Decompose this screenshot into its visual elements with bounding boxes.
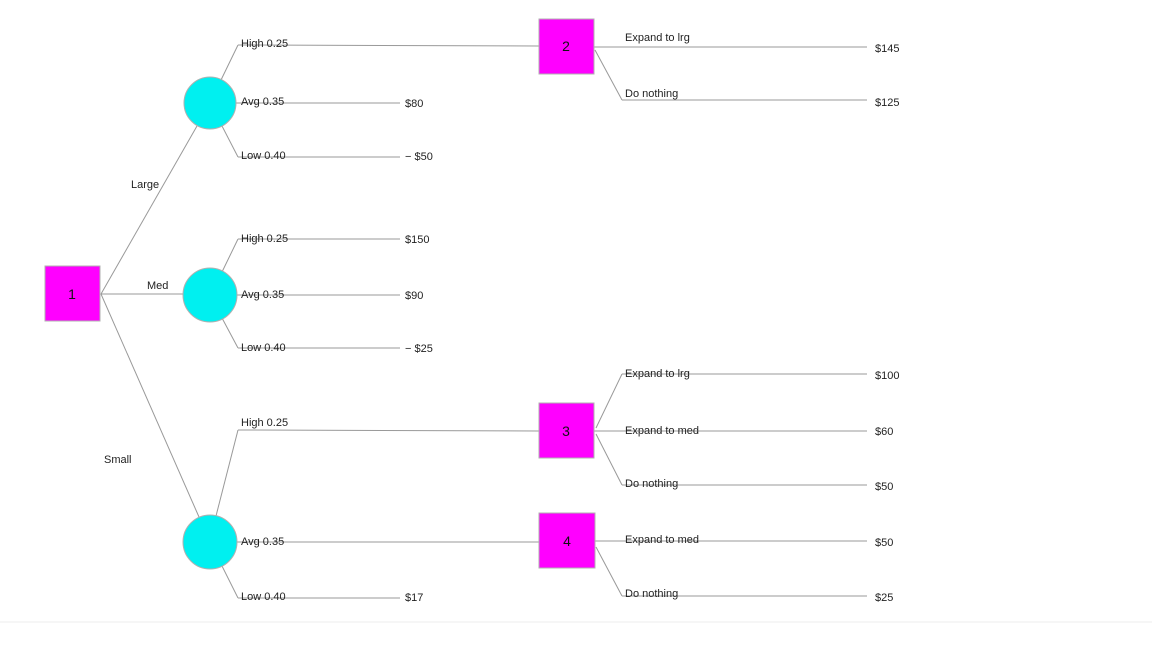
option-label-node3-expand-med: Expand to med <box>625 425 699 437</box>
payoff-large-low: − $50 <box>405 151 433 163</box>
payoff-small-low: $17 <box>405 592 423 604</box>
option-label-node2-do-nothing: Do nothing <box>625 88 678 100</box>
edge-large-high-to-node2 <box>237 44 540 47</box>
branch-label-med-high: High 0.25 <box>241 233 288 245</box>
edge-med-low-diag <box>221 317 239 349</box>
node-3-label: 3 <box>562 423 570 439</box>
payoff-med-avg: $90 <box>405 290 423 302</box>
edge-small-high-diag <box>215 429 239 517</box>
node-2-label: 2 <box>562 38 570 54</box>
payoff-med-low: − $25 <box>405 343 433 355</box>
chance-node-med[interactable] <box>182 267 238 323</box>
node-1-label: 1 <box>68 286 76 302</box>
edge-node4-do-nothing-diag <box>595 546 623 597</box>
branch-label-large-avg: Avg 0.35 <box>241 96 284 108</box>
decision-node-3[interactable] <box>538 402 595 459</box>
edge-small-high-to-node3 <box>237 429 540 432</box>
option-label-node3-do-nothing: Do nothing <box>625 478 678 490</box>
edge-small-low-diag <box>221 565 239 599</box>
payoff-node2-do-nothing: $125 <box>875 97 899 109</box>
decision-node-4[interactable] <box>538 512 596 569</box>
edge-large-low-diag <box>221 125 239 158</box>
option-label-node2-expand-lrg: Expand to lrg <box>625 32 690 44</box>
decision-node-2[interactable] <box>538 18 595 75</box>
node-4-label: 4 <box>563 533 571 549</box>
payoff-node4-do-nothing: $25 <box>875 592 893 604</box>
branch-label-med: Med <box>147 280 168 292</box>
edge-root-small <box>100 293 200 518</box>
edge-node2-do-nothing-diag <box>594 49 623 101</box>
payoff-large-avg: $80 <box>405 98 423 110</box>
branch-label-large-low: Low 0.40 <box>241 150 286 162</box>
branch-label-med-avg: Avg 0.35 <box>241 289 284 301</box>
branch-label-small-high: High 0.25 <box>241 417 288 429</box>
payoff-node3-do-nothing: $50 <box>875 481 893 493</box>
option-label-node3-expand-lrg: Expand to lrg <box>625 368 690 380</box>
decision-node-1[interactable] <box>44 265 101 322</box>
option-label-node4-expand-med: Expand to med <box>625 534 699 546</box>
payoff-node3-expand-lrg: $100 <box>875 370 899 382</box>
edge-large-high-diag <box>220 44 239 81</box>
edge-node3-do-nothing-diag <box>595 433 623 486</box>
branch-label-large: Large <box>131 179 159 191</box>
chance-node-small[interactable] <box>182 514 238 570</box>
branch-label-small: Small <box>104 454 132 466</box>
edge-node3-expand-lrg-diag <box>595 373 623 429</box>
payoff-node2-expand-lrg: $145 <box>875 43 899 55</box>
edge-med-high-diag <box>221 238 239 273</box>
branch-label-med-low: Low 0.40 <box>241 342 286 354</box>
branch-label-small-low: Low 0.40 <box>241 591 286 603</box>
payoff-node4-expand-med: $50 <box>875 537 893 549</box>
branch-label-large-high: High 0.25 <box>241 38 288 50</box>
payoff-node3-expand-med: $60 <box>875 426 893 438</box>
branch-label-small-avg: Avg 0.35 <box>241 536 284 548</box>
chance-node-large[interactable] <box>183 76 237 130</box>
option-label-node4-do-nothing: Do nothing <box>625 588 678 600</box>
payoff-med-high: $150 <box>405 234 429 246</box>
edge-root-large <box>100 125 198 295</box>
